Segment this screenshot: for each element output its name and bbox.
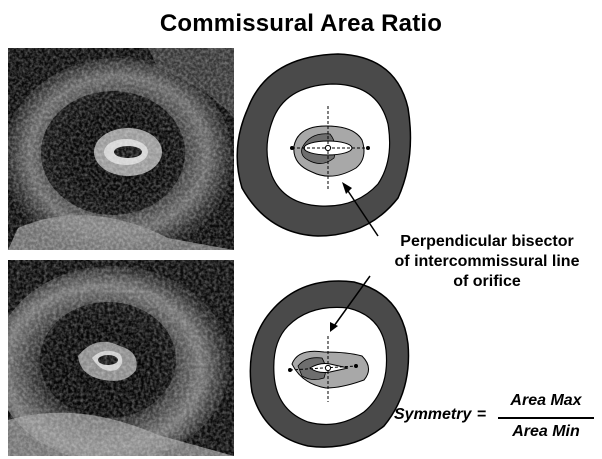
- figure-title: Commissural Area Ratio: [0, 10, 602, 38]
- annotation-line-3: of orifice: [372, 272, 602, 292]
- schematic-asymmetric-orifice: [244, 274, 410, 454]
- symmetry-formula: Symmetry = Area Max Area Min: [394, 392, 599, 452]
- formula-label: Symmetry: [394, 406, 471, 424]
- formula-numerator: Area Max: [497, 392, 595, 410]
- formula-denominator: Area Min: [497, 423, 595, 441]
- echo-image-top: [8, 48, 234, 250]
- echo-image-bottom: [8, 260, 234, 456]
- annotation-line-2: of intercommissural line: [372, 252, 602, 272]
- fraction-bar: [498, 417, 594, 419]
- bisector-annotation: Perpendicular bisector of intercommissur…: [372, 232, 602, 292]
- annotation-line-1: Perpendicular bisector: [372, 232, 602, 252]
- formula-equals: =: [477, 406, 486, 424]
- schematic-symmetric-orifice: [228, 48, 418, 240]
